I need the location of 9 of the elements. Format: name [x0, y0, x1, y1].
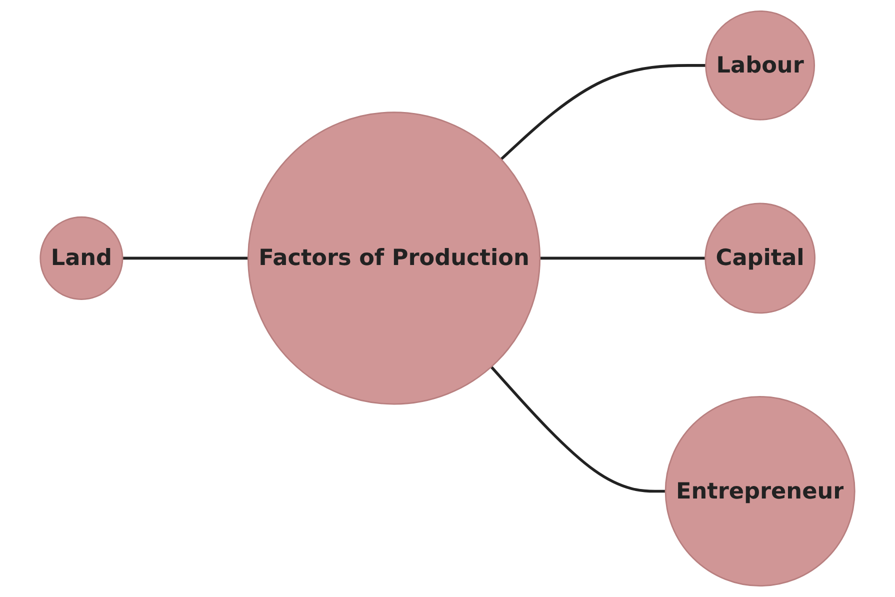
connector	[122, 256, 248, 260]
node-circle: Capital	[704, 202, 816, 314]
node-circle: Factors of Production	[248, 112, 541, 405]
node-circle: Land	[40, 216, 124, 300]
node-circle: Labour	[705, 10, 816, 120]
connector	[540, 256, 706, 260]
connector	[490, 366, 666, 493]
connector	[500, 64, 706, 160]
node-circle: Entrepreneur	[664, 396, 856, 587]
